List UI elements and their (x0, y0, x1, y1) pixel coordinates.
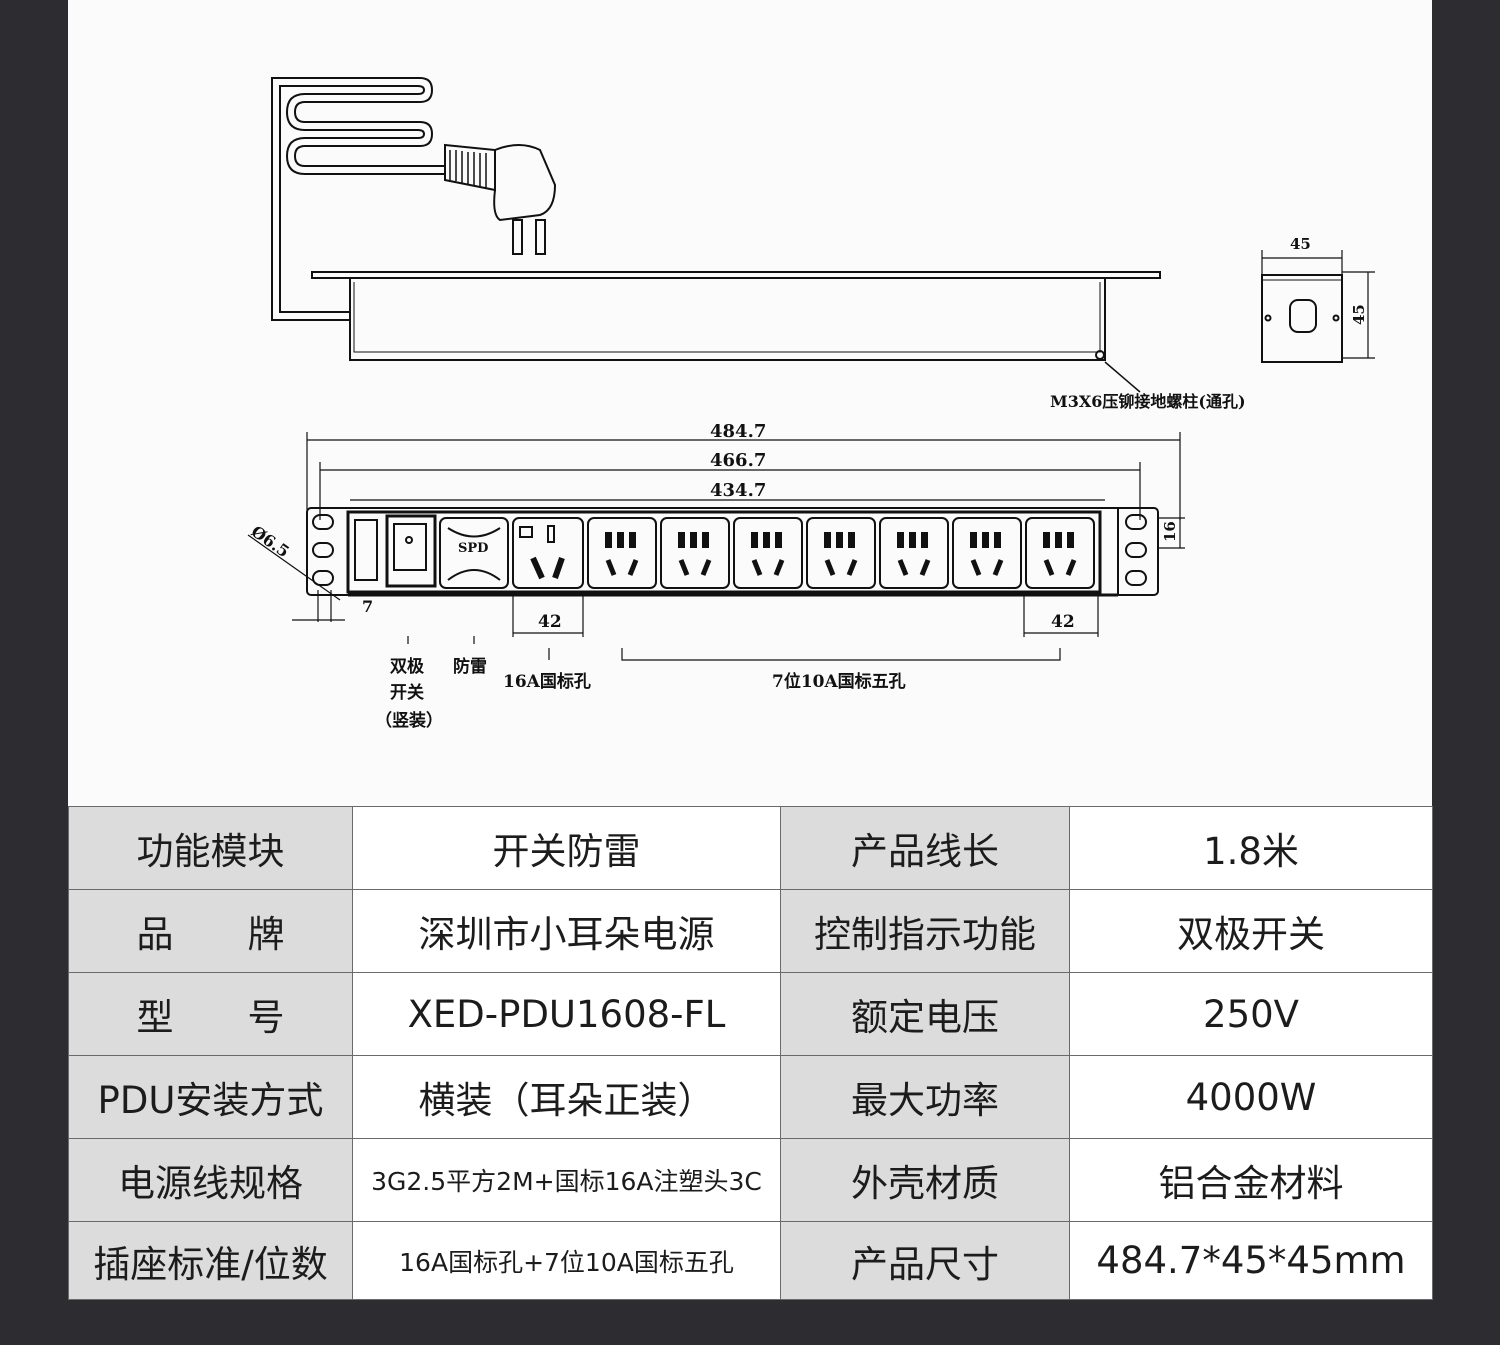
end-height-dim: 45 (1350, 304, 1368, 325)
spec-value: XED-PDU1608-FL (352, 972, 781, 1056)
spec-value: 250V (1069, 972, 1433, 1056)
socket-10a (879, 517, 949, 589)
socket-10a (806, 517, 876, 589)
spec-label: 型 号 (68, 972, 353, 1056)
spec-value: 1.8米 (1069, 806, 1433, 890)
front-view (306, 507, 1159, 597)
dim-ear-height: 16 (1161, 521, 1179, 542)
spec-value: 16A国标孔+7位10A国标五孔 (352, 1221, 781, 1300)
spec-value: 铝合金材料 (1069, 1138, 1433, 1222)
dim-body: 434.7 (710, 480, 766, 501)
spec-label: 控制指示功能 (780, 889, 1070, 973)
socket-10a (587, 517, 657, 589)
dim-edge: 7 (362, 597, 373, 616)
label-switch-2: 开关 (390, 682, 424, 703)
socket-10a (660, 517, 730, 589)
spd-module (439, 517, 509, 589)
spec-label: 插座标准/位数 (68, 1221, 353, 1300)
technical-drawing: M3X6压铆接地螺柱(通孔) 45 45 484.7 466.7 434.7 S… (247, 77, 1375, 731)
spec-label: 外壳材质 (780, 1138, 1070, 1222)
spec-label: 电源线规格 (68, 1138, 353, 1222)
socket-10a (733, 517, 803, 589)
dim-socket-10a: 42 (1051, 612, 1075, 632)
power-cord (271, 77, 445, 321)
spec-label: 功能模块 (68, 806, 353, 890)
rocker-switch (385, 514, 437, 588)
end-view (1261, 250, 1375, 363)
spec-value: 484.7*45*45mm (1069, 1221, 1433, 1300)
socket-10a (952, 517, 1022, 589)
spec-value: 开关防雷 (352, 806, 781, 890)
dim-mount: 466.7 (710, 450, 766, 471)
ground-stud-note: M3X6压铆接地螺柱(通孔) (1050, 392, 1246, 411)
spec-row: 品 牌深圳市小耳朵电源控制指示功能双极开关 (68, 889, 1433, 973)
spec-value: 4000W (1069, 1055, 1433, 1139)
dim-socket-16a: 42 (538, 612, 562, 632)
socket-10a (1025, 517, 1095, 589)
dim-hole: Ø6.5 (248, 522, 293, 562)
label-spd: 防雷 (453, 656, 487, 677)
spec-label: 产品尺寸 (780, 1221, 1070, 1300)
drawing-sheet (68, 0, 1432, 806)
spd-mark: SPD (458, 541, 488, 556)
side-view (311, 271, 1161, 361)
end-width-dim: 45 (1290, 235, 1311, 253)
dimension-lines (306, 432, 1181, 520)
power-plug (444, 143, 557, 255)
label-16a-socket: 16A国标孔 (503, 671, 591, 692)
spec-label: 品 牌 (68, 889, 353, 973)
dim-overall: 484.7 (710, 421, 766, 442)
socket-16a (512, 517, 584, 589)
spec-value: 3G2.5平方2M+国标16A注塑头3C (352, 1138, 781, 1222)
spec-label: PDU安装方式 (68, 1055, 353, 1139)
spec-label: 产品线长 (780, 806, 1070, 890)
small-dims (247, 517, 1185, 661)
spec-value: 深圳市小耳朵电源 (352, 889, 781, 973)
spec-label: 最大功率 (780, 1055, 1070, 1139)
label-switch: 双极 (390, 657, 424, 677)
spec-value: 横装（耳朵正装） (352, 1055, 781, 1139)
spec-value: 双极开关 (1069, 889, 1433, 973)
spec-label: 额定电压 (780, 972, 1070, 1056)
label-10a-sockets: 7位10A国标五孔 (772, 671, 906, 692)
logo-mark (354, 519, 378, 581)
label-switch-3: （竖装） (375, 710, 443, 731)
